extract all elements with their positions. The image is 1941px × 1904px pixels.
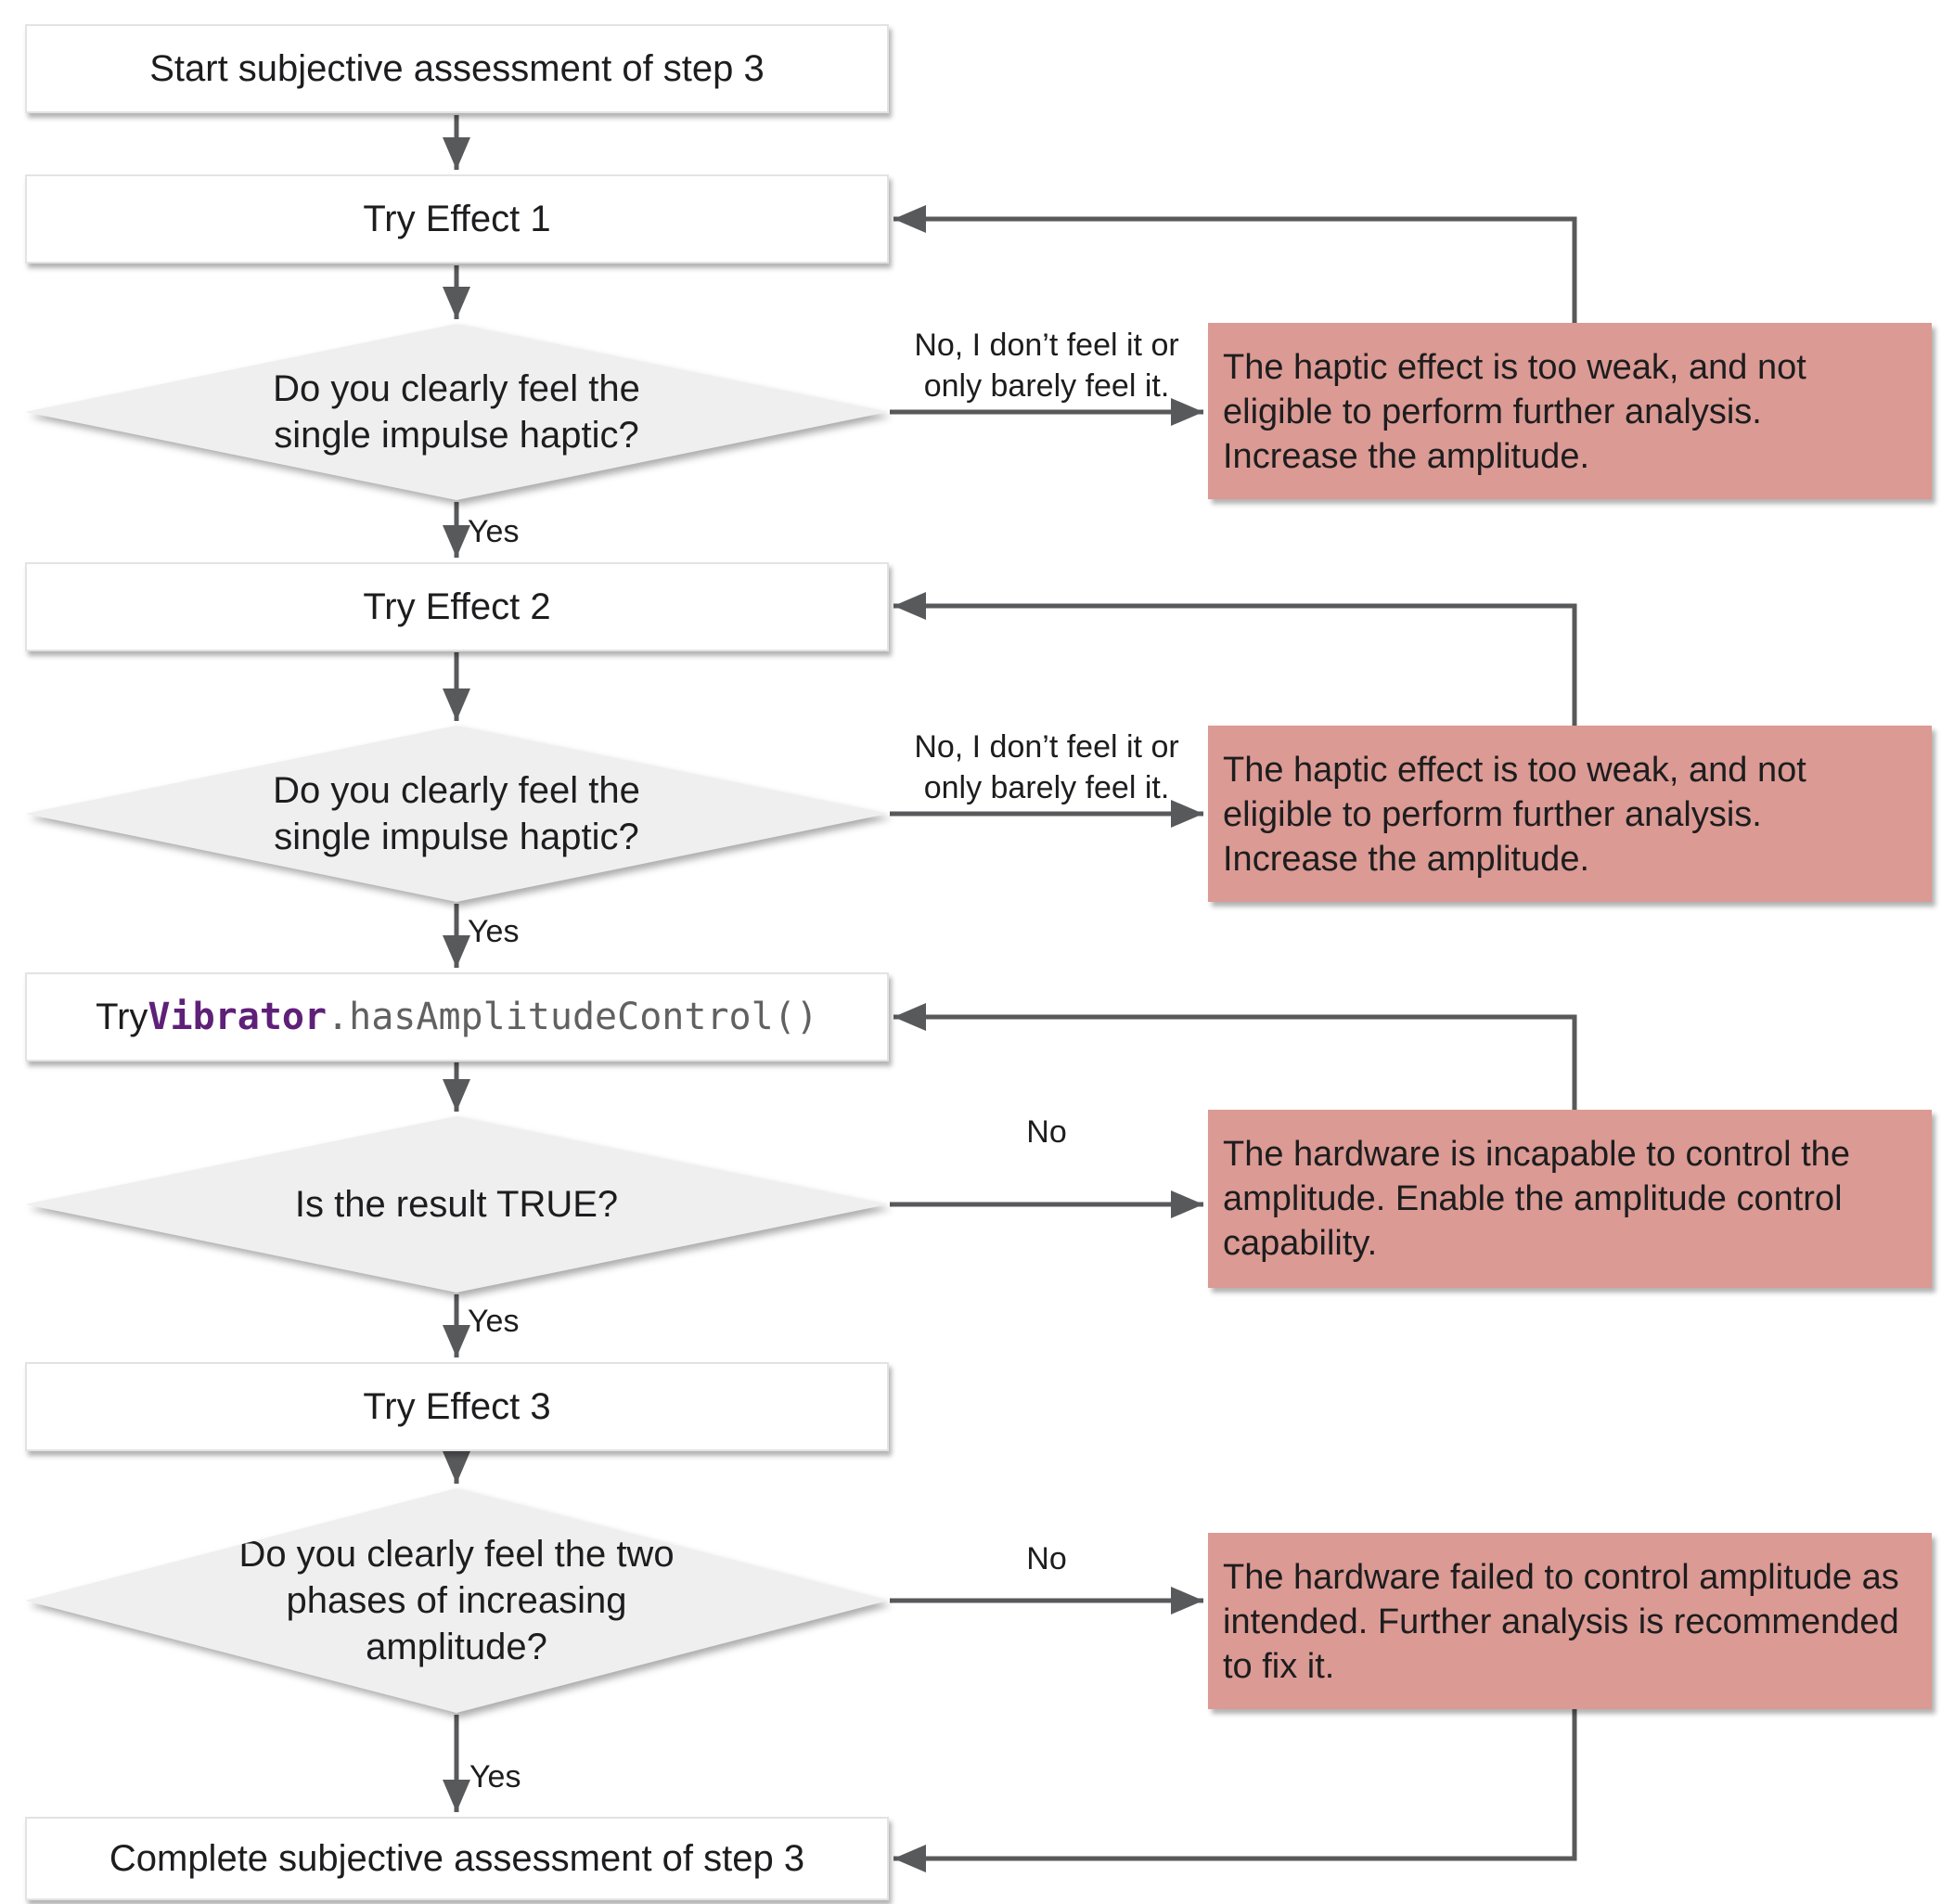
decision-result-true: Is the result TRUE?	[25, 1116, 888, 1293]
node-try-effect-1-label: Try Effect 1	[363, 198, 551, 239]
edge-label-yes-2: Yes	[468, 914, 520, 949]
edge-label-no-feel-1: No, I don’t feel it or only barely feel …	[891, 325, 1202, 406]
edge-label-yes-4: Yes	[469, 1759, 521, 1795]
node-complete: Complete subjective assessment of step 3	[25, 1817, 889, 1900]
edge-label-yes-1: Yes	[468, 514, 520, 549]
node-try-effect-2: Try Effect 2	[25, 562, 889, 651]
alert-too-weak-1-line-2: eligible to perform further analysis.	[1223, 392, 1762, 431]
code-prefix: Try	[96, 996, 148, 1037]
decision-feel-1-line-1: Do you clearly feel the	[273, 368, 640, 409]
edge-label-yes-3: Yes	[468, 1304, 520, 1339]
alert-hardware-incapable-line-3: capability.	[1223, 1224, 1378, 1263]
alert-too-weak-2: The haptic effect is too weak, and not e…	[1208, 726, 1932, 902]
edge-label-no-feel-1-line-2: only barely feel it.	[923, 368, 1170, 404]
decision-result-true-line-1: Is the result TRUE?	[294, 1184, 619, 1225]
alert-too-weak-1-line-1: The haptic effect is too weak, and not	[1223, 348, 1806, 387]
node-try-amplitude-control: Try Vibrator.hasAmplitudeControl()	[25, 972, 889, 1061]
node-start-label: Start subjective assessment of step 3	[149, 47, 765, 89]
alert-hardware-failed-line-3: to fix it.	[1223, 1647, 1335, 1686]
alert-hardware-failed-line-1: The hardware failed to control amplitude…	[1223, 1558, 1899, 1597]
feedback-arrow-alert-1-to-try-effect-1	[893, 205, 1577, 323]
decision-feel-2-line-2: single impulse haptic?	[274, 817, 639, 857]
edge-label-no-feel-2: No, I don’t feel it or only barely feel …	[891, 727, 1202, 808]
decision-feel-2-shape: Do you clearly feel the single impulse h…	[25, 726, 888, 902]
edge-label-no-feel-2-line-1: No, I don’t feel it or	[914, 729, 1179, 765]
decision-two-phases-line-2: phases of increasing	[286, 1580, 627, 1621]
alert-hardware-failed: The hardware failed to control amplitude…	[1208, 1533, 1932, 1709]
edge-label-no-feel-1-line-1: No, I don’t feel it or	[914, 328, 1179, 363]
feedback-arrow-alert-2-to-try-effect-2	[893, 592, 1577, 726]
decision-feel-1-shape: Do you clearly feel the single impulse h…	[25, 324, 888, 500]
node-try-effect-1: Try Effect 1	[25, 174, 889, 264]
decision-feel-1: Do you clearly feel the single impulse h…	[25, 324, 888, 500]
feedback-arrow-alert-3-to-amplitude-control	[893, 1003, 1577, 1110]
decision-two-phases-line-3: amplitude?	[366, 1627, 547, 1667]
edge-label-no-3: No	[1026, 1114, 1067, 1150]
decision-result-true-shape: Is the result TRUE?	[25, 1116, 888, 1293]
decision-feel-1-line-2: single impulse haptic?	[274, 415, 639, 456]
decision-feel-2-line-1: Do you clearly feel the	[273, 770, 640, 811]
node-try-effect-2-label: Try Effect 2	[363, 585, 551, 627]
alert-hardware-incapable: The hardware is incapable to control the…	[1208, 1110, 1932, 1288]
alert-hardware-incapable-line-2: amplitude. Enable the amplitude control	[1223, 1179, 1843, 1218]
edge-label-no-4: No	[1026, 1541, 1067, 1576]
decision-two-phases: Do you clearly feel the two phases of in…	[25, 1488, 888, 1713]
alert-too-weak-1-line-3: Increase the amplitude.	[1223, 437, 1590, 476]
code-method: .hasAmplitudeControl()	[327, 996, 818, 1038]
decision-two-phases-line-1: Do you clearly feel the two	[238, 1534, 675, 1575]
node-complete-label: Complete subjective assessment of step 3	[109, 1837, 805, 1879]
alert-hardware-incapable-line-1: The hardware is incapable to control the	[1223, 1135, 1850, 1174]
node-try-effect-3-label: Try Effect 3	[363, 1385, 551, 1427]
decision-two-phases-shape: Do you clearly feel the two phases of in…	[25, 1488, 888, 1713]
feedback-arrow-alert-4-to-complete	[893, 1709, 1577, 1872]
alert-too-weak-2-line-2: eligible to perform further analysis.	[1223, 795, 1762, 834]
edge-label-no-feel-2-line-2: only barely feel it.	[923, 770, 1170, 805]
node-try-effect-3: Try Effect 3	[25, 1362, 889, 1451]
code-class-name: Vibrator	[148, 996, 328, 1038]
alert-too-weak-2-line-3: Increase the amplitude.	[1223, 840, 1590, 879]
node-start: Start subjective assessment of step 3	[25, 24, 889, 113]
alert-too-weak-1: The haptic effect is too weak, and not e…	[1208, 323, 1932, 499]
alert-hardware-failed-line-2: intended. Further analysis is recommende…	[1223, 1602, 1899, 1641]
alert-too-weak-2-line-1: The haptic effect is too weak, and not	[1223, 751, 1806, 790]
decision-feel-2: Do you clearly feel the single impulse h…	[25, 726, 888, 902]
